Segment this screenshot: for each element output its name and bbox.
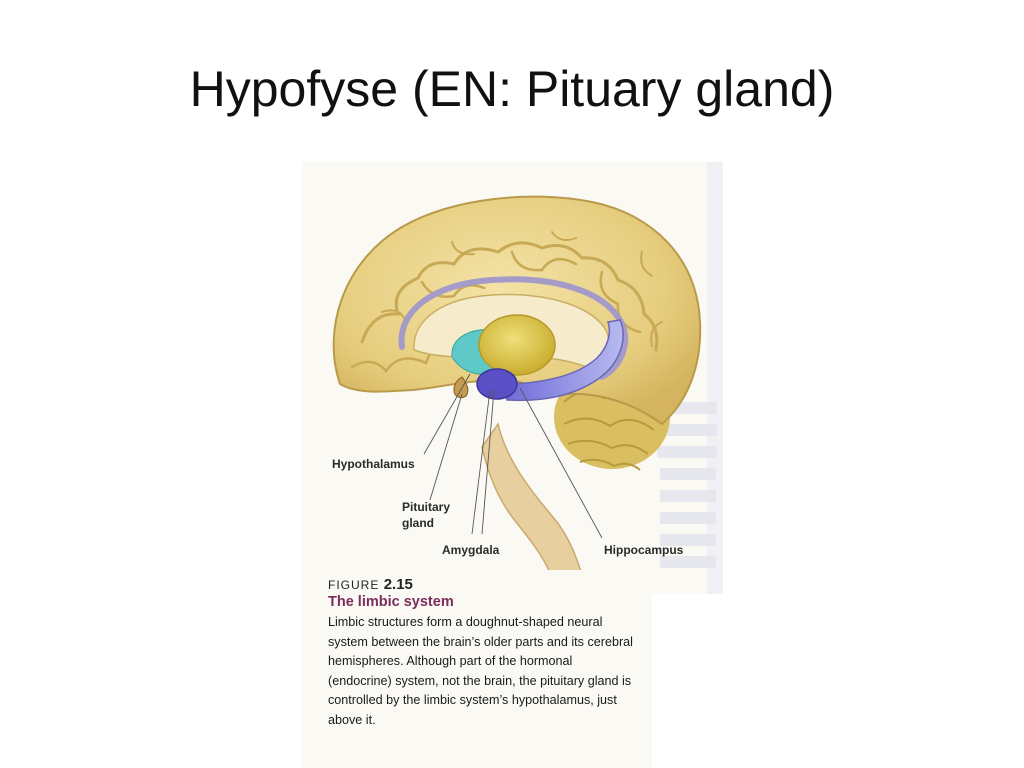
caption-body: Limbic structures form a doughnut-shaped… (328, 615, 633, 727)
label-hippocampus: Hippocampus (604, 543, 684, 557)
leader-lines (423, 373, 603, 539)
caption-right-blank (652, 594, 723, 768)
figure-caption: FIGURE 2.15 The limbic system Limbic str… (328, 576, 638, 730)
hippocampus-region (500, 319, 624, 402)
amygdala-region (476, 368, 518, 400)
caption-figure-value: 2.15 (383, 576, 413, 593)
caption-background (302, 570, 652, 768)
thalamus (478, 314, 556, 376)
caption-title: The limbic system (328, 594, 454, 610)
cingulate-gyrus (398, 276, 629, 380)
caption-figure-number: FIGURE 2.15 (328, 576, 638, 593)
limbic-system-figure: Hypothalamus Pituitary gland Amygdala Hi… (302, 162, 723, 768)
caption-figure-word: FIGURE (328, 578, 380, 592)
slide-title: Hypofyse (EN: Pituary gland) (189, 61, 835, 117)
label-pituitary-line2: gland (402, 516, 434, 530)
label-amygdala: Amygdala (442, 543, 500, 557)
pituitary-region (453, 376, 469, 399)
label-hypothalamus: Hypothalamus (332, 457, 415, 471)
page-edge (707, 162, 723, 594)
label-pituitary-line1: Pituitary (402, 500, 450, 514)
